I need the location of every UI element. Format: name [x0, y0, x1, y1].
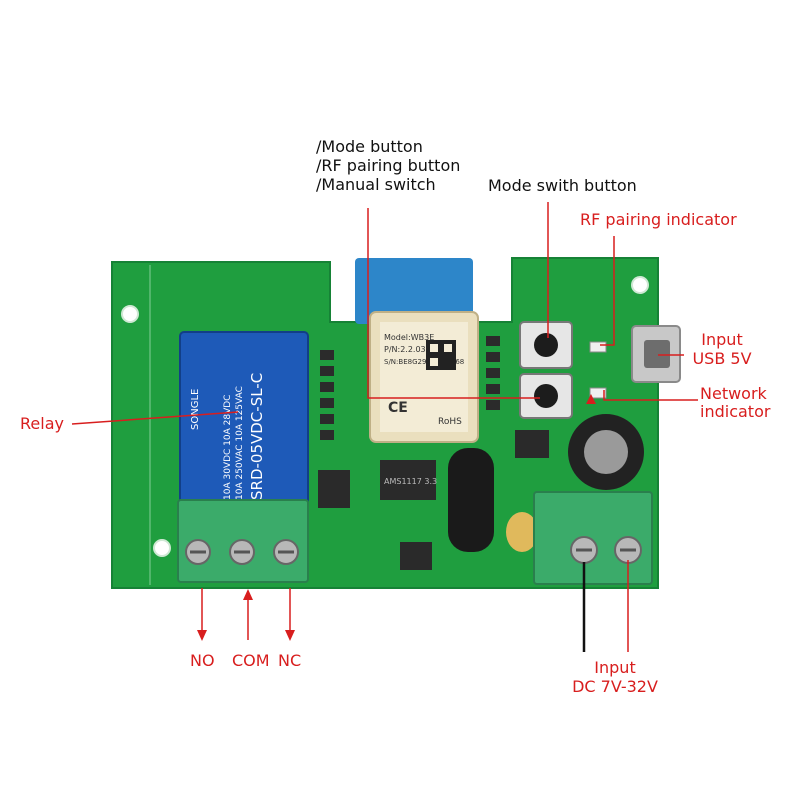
leader-lines [71, 202, 698, 652]
input-dc-label-1: Input [594, 658, 636, 677]
rf-pairing-indicator-label: RF pairing indicator [580, 210, 737, 229]
nc-label: NC [278, 651, 302, 670]
arrowheads [197, 394, 596, 641]
relay-rating-1: 10A 250VAC 10A 125VAC [235, 386, 245, 500]
header-pins [320, 336, 500, 440]
regulator-text: AMS1117 3.3 [384, 477, 437, 486]
network-led [589, 387, 607, 399]
voltage-regulator [380, 460, 436, 500]
module-model-text: Model:WB3E [384, 333, 434, 342]
relay-rating-2: 10A 30VDC 10A 28VDC [223, 395, 233, 500]
mount-hole [153, 539, 171, 557]
module-ce-text: CE [388, 400, 408, 416]
input-usb-label-2: USB 5V [692, 349, 752, 368]
relay-label: Relay [20, 414, 64, 433]
relay-model-text: SRD-05VDC-SL-C [248, 373, 266, 500]
manual-switch-label: /Manual switch [316, 175, 436, 194]
mode-switch-button-label: Mode swith button [488, 176, 637, 195]
rf-coil [448, 448, 494, 552]
wifi-antenna [355, 258, 473, 324]
input-usb-label-1: Input [701, 330, 743, 349]
module-rohs-text: RoHS [438, 417, 462, 427]
no-label: NO [190, 651, 215, 670]
mount-hole [121, 305, 139, 323]
rf-pairing-button-label: /RF pairing button [316, 156, 461, 175]
network-indicator-label-1: Network [700, 384, 767, 403]
small-capacitor [506, 512, 538, 552]
module-pn-text: P/N:2.2.03.02194 [384, 345, 454, 354]
module-sn-text: S/N:BE8G29HBQ00068 [384, 358, 464, 366]
mode-button-label: /Mode button [316, 137, 423, 156]
com-label: COM [232, 651, 270, 670]
mount-hole [631, 276, 649, 294]
input-dc-label-2: DC 7V-32V [572, 677, 658, 696]
network-indicator-label-2: indicator [700, 402, 771, 421]
rf-pairing-led [589, 341, 607, 353]
relay-brand-text: SONGLE [190, 389, 201, 430]
